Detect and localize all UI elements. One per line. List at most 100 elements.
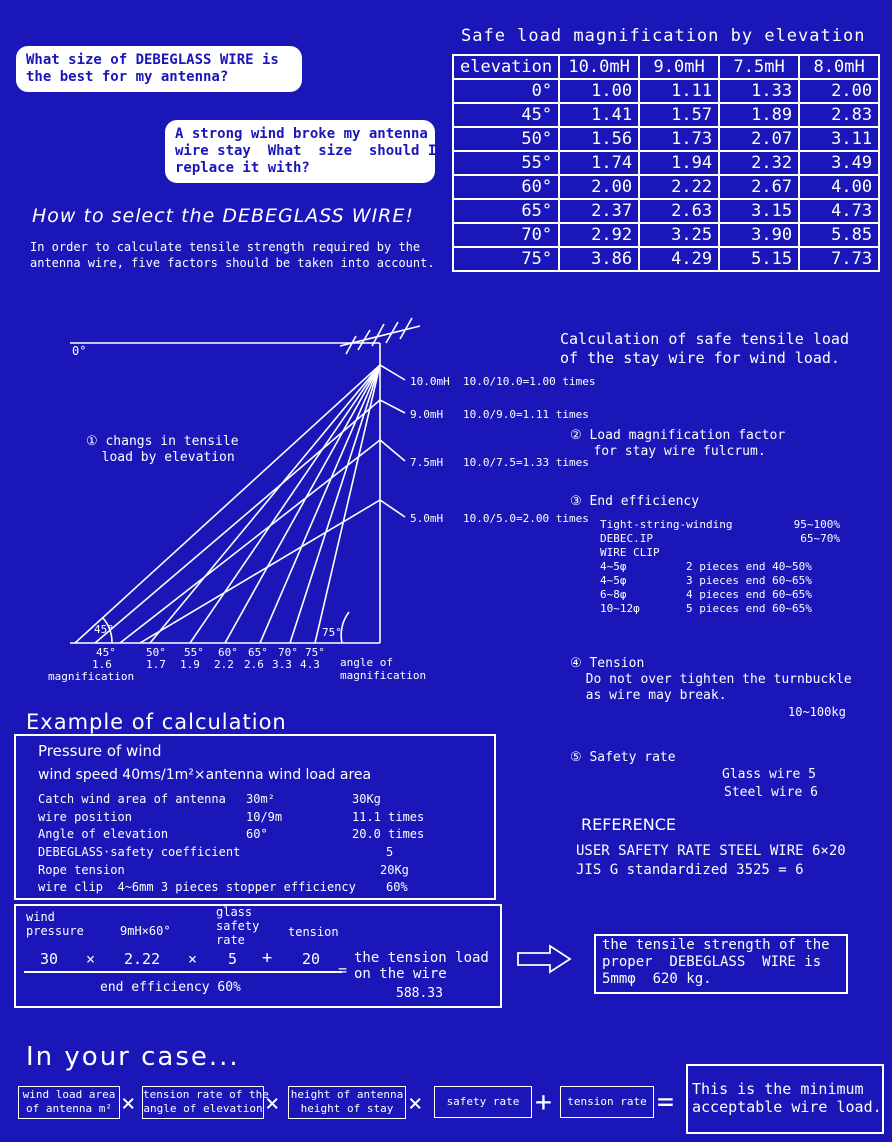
item-value: 65~70% [800, 532, 840, 545]
cell: 3.11 [798, 126, 881, 152]
height-formula: 10.0/10.0=1.00 times [463, 375, 595, 388]
tension-load-value: 588.33 [396, 986, 443, 1001]
cell: 2.07 [718, 126, 801, 152]
list-item: WIRE CLIP [600, 546, 840, 560]
calculation-title: Calculation of safe tensile load of the … [560, 330, 849, 367]
value-tension: 20 [302, 950, 321, 968]
angle-tick: 60° [218, 646, 238, 659]
item-label: 4~5φ [600, 574, 627, 587]
row-value: 20Kg [380, 863, 409, 877]
times-sign: × [121, 1089, 136, 1117]
cell: 60° [451, 174, 561, 200]
angle-tick: 65° [248, 646, 268, 659]
cell: 1.74 [558, 150, 641, 176]
wind-load-area-box: wind load area of antenna m² [18, 1086, 120, 1119]
safety-rate-box: safety rate [434, 1086, 532, 1118]
cell: 5.15 [718, 246, 801, 272]
row-label: Rope tension [38, 863, 125, 877]
cell: 2.83 [798, 102, 881, 128]
cell: 2.37 [558, 198, 641, 224]
conclusion-box [594, 934, 848, 994]
cell: 7.73 [798, 246, 881, 272]
mag-tick: 2.2 [214, 658, 234, 671]
example-row: DEBEGLASS·safety coefficient 5 [38, 845, 393, 859]
question-bubble-1: What size of DEBEGLASS WIRE is the best … [16, 46, 302, 92]
formula-box [14, 904, 502, 1008]
tension-label: tension [288, 925, 339, 939]
example-row: Rope tension 20Kg [38, 863, 409, 877]
cell: 1.33 [718, 78, 801, 104]
tension-rate-box: tension rate [560, 1086, 654, 1118]
value-magnification: 2.22 [124, 950, 161, 968]
angle-of-magnification-label: angle of magnification [340, 656, 427, 682]
cell: 4.00 [798, 174, 881, 200]
height-label: 5.0mH [410, 512, 443, 525]
plus-sign: + [535, 1085, 552, 1118]
intro-text: In order to calculate tensile strength r… [30, 240, 435, 270]
result-box [686, 1064, 884, 1134]
angle-tick: 55° [184, 646, 204, 659]
cell: 1.00 [558, 78, 641, 104]
times-sign: × [408, 1089, 423, 1117]
height-formula: 10.0/7.5=1.33 times [463, 456, 589, 469]
glass-safety-label: glass safety rate [216, 905, 260, 947]
item-value: 2 pieces end 40~50% [686, 560, 812, 573]
row-label: DEBEGLASS·safety coefficient [38, 845, 241, 859]
cell: 50° [451, 126, 561, 152]
angle-left-label: 45° [94, 623, 114, 636]
factor-5-title: ⑤ Safety rate [570, 750, 676, 765]
wind-speed-line: wind speed 40ms/1m²×antenna wind load ar… [38, 767, 372, 783]
table-header-row: elevation 10.0mH 9.0mH 7.5mH 8.0mH [451, 54, 881, 80]
mh-label: 9mH×60° [120, 924, 171, 938]
cell: 4.29 [638, 246, 721, 272]
row-value: 5 [386, 845, 394, 859]
cell: 1.73 [638, 126, 721, 152]
row-label: Catch wind area of antenna [38, 792, 226, 806]
example-box [14, 734, 496, 900]
reference-title: REFERENCE [581, 815, 677, 834]
value-safety: 5 [228, 950, 238, 968]
angle-right-label: 75° [322, 626, 342, 639]
item-value: 95~100% [793, 518, 840, 531]
cell: 1.89 [718, 102, 801, 128]
wind-pressure-label: wind pressure [26, 910, 84, 938]
load-magnification-table: elevation 10.0mH 9.0mH 7.5mH 8.0mH 0°1.0… [451, 54, 881, 272]
row-label: Angle of elevation [38, 827, 169, 841]
tension-rate-angle-box: tension rate of the angle of elevation [142, 1086, 269, 1119]
cell: 75° [451, 246, 561, 272]
row-label: wire clip 4~6mm 3 pieces stopper efficie… [38, 880, 356, 894]
factor-1-text: ① changs in tensile load by elevation [86, 434, 239, 465]
row-label: wire position [38, 810, 132, 824]
reference-line-2: JIS G standardized 3525 = 6 [576, 862, 804, 878]
table-title: Safe load magnification by elevation [461, 26, 866, 46]
height-label: 9.0mH [410, 408, 443, 421]
header-elevation: elevation [451, 54, 561, 80]
cell: 3.15 [718, 198, 801, 224]
cell: 1.56 [558, 126, 641, 152]
height-label: 10.0mH [410, 375, 450, 388]
mag-tick: 1.6 [92, 658, 112, 671]
cell: 3.25 [638, 222, 721, 248]
mag-tick: 4.3 [300, 658, 320, 671]
angle-tick: 45° [96, 646, 116, 659]
angle-tick: 75° [305, 646, 325, 659]
page-title: How to select the DEBEGLASS WIRE! [32, 205, 414, 227]
cell: 3.90 [718, 222, 801, 248]
magnification-label: magnification [48, 670, 134, 683]
example-title: Example of calculation [26, 710, 287, 734]
height-ratio-box: height of antenna height of stay [288, 1086, 406, 1119]
cell: 2.00 [558, 174, 641, 200]
fraction-line [24, 971, 342, 973]
